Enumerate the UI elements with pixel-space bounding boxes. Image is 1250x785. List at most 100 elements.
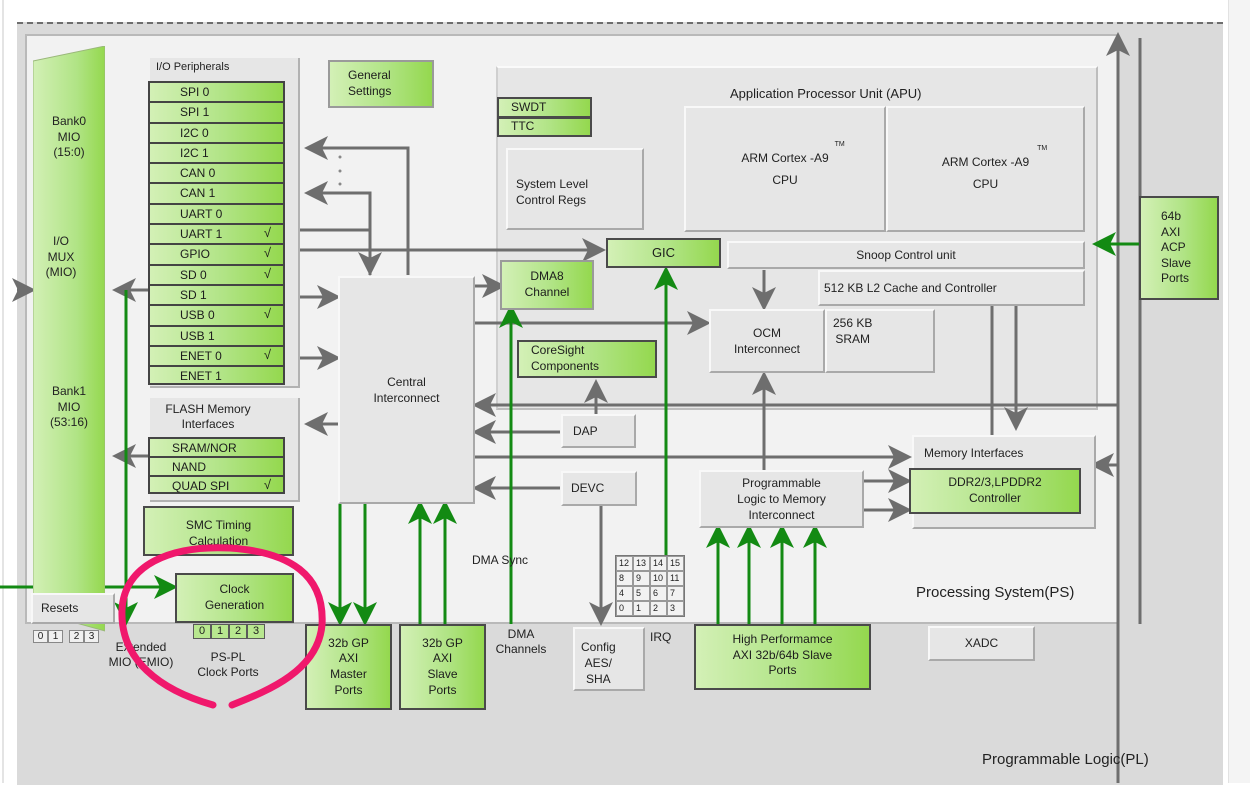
peripheral-sd0[interactable]: SD 0√	[148, 263, 285, 284]
enabled-check: √	[263, 477, 271, 492]
irq-cell: 3	[667, 601, 684, 616]
programmable-logic-label: Programmable Logic(PL)	[982, 751, 1149, 768]
enabled-check: √	[263, 245, 271, 261]
peripheral-i2c0[interactable]: I2C 0	[148, 121, 285, 142]
io-peripherals-title: I/O Peripherals	[156, 61, 230, 73]
irq-grid: 12 13 14 15 8 9 10 11 4 5 6 7 0 1 2 3	[615, 555, 685, 617]
peripheral-uart1[interactable]: UART 1√	[148, 223, 285, 244]
swdt-block[interactable]: SWDT	[497, 97, 592, 118]
dap-block[interactable]: DAP	[561, 414, 636, 448]
flash-nand[interactable]: NAND	[148, 456, 285, 475]
irq-cell: 0	[616, 601, 633, 616]
irq-cell: 15	[667, 556, 684, 571]
peripheral-usb1[interactable]: USB 1	[148, 324, 285, 345]
snoop-control-unit-block[interactable]: Snoop Control unit	[727, 241, 1085, 269]
scrollbar-track[interactable]	[1228, 0, 1250, 783]
irq-cell: 2	[650, 601, 667, 616]
peripheral-can0[interactable]: CAN 0	[148, 162, 285, 183]
peripheral-i2c1[interactable]: I2C 1	[148, 141, 285, 163]
irq-cell: 1	[633, 601, 650, 616]
reset-ports: 0 1 2 3	[33, 630, 99, 643]
gic-block[interactable]: GIC	[606, 238, 721, 268]
irq-cell: 6	[650, 586, 667, 601]
enabled-check: √	[263, 265, 271, 281]
irq-cell: 7	[667, 586, 684, 601]
peripheral-spi1[interactable]: SPI 1	[148, 101, 285, 122]
irq-label: IRQ	[650, 630, 672, 644]
reset-port[interactable]: 3	[84, 630, 99, 643]
peripheral-can1[interactable]: CAN 1	[148, 182, 285, 203]
flash-memory-list: SRAM/NOR NAND QUAD SPI√	[148, 437, 285, 494]
peripheral-sd1[interactable]: SD 1	[148, 283, 285, 305]
io-peripherals-list: SPI 0 SPI 1 I2C 0 I2C 1 CAN 0 CAN 1 UART…	[148, 81, 285, 386]
flash-sram-nor[interactable]: SRAM/NOR	[148, 437, 285, 456]
dma-sync-label: DMA Sync	[472, 553, 529, 567]
irq-cell: 9	[633, 571, 650, 586]
clock-port[interactable]: 0	[193, 624, 211, 639]
irq-cell: 14	[650, 556, 667, 571]
page-left-border	[2, 0, 4, 783]
peripheral-uart0[interactable]: UART 0	[148, 202, 285, 224]
peripheral-usb0[interactable]: USB 0√	[148, 304, 285, 325]
irq-cell: 10	[650, 571, 667, 586]
l2-cache-block[interactable]: 512 KB L2 Cache and Controller	[818, 270, 1085, 306]
reset-port[interactable]: 1	[48, 630, 63, 643]
apu-title: Application Processor Unit (APU)	[730, 86, 922, 101]
peripheral-gpio[interactable]: GPIO√	[148, 243, 285, 264]
devc-block[interactable]: DEVC	[561, 471, 637, 506]
reset-port[interactable]: 0	[33, 630, 48, 643]
ttc-block[interactable]: TTC	[497, 117, 592, 137]
clock-port[interactable]: 1	[211, 624, 229, 639]
enabled-check: √	[263, 306, 271, 322]
irq-cell: 11	[667, 571, 684, 586]
clock-ports: 0 1 2 3	[193, 624, 265, 639]
irq-cell: 13	[633, 556, 650, 571]
irq-cell: 8	[616, 571, 633, 586]
mio-shape	[33, 46, 105, 632]
irq-cell: 5	[633, 586, 650, 601]
processing-system-label: Processing System(PS)	[916, 584, 1075, 601]
enabled-check: √	[263, 225, 271, 241]
trademark-mark: TM	[834, 140, 845, 148]
peripheral-enet0[interactable]: ENET 0√	[148, 344, 285, 366]
trademark-mark: TM	[1037, 144, 1048, 152]
clock-port[interactable]: 2	[229, 624, 247, 639]
irq-cell: 4	[616, 586, 633, 601]
resets-block[interactable]: Resets	[31, 593, 115, 624]
peripheral-spi0[interactable]: SPI 0	[148, 81, 285, 102]
peripheral-enet1[interactable]: ENET 1	[148, 365, 285, 386]
memory-interfaces-title: Memory Interfaces	[924, 446, 1024, 460]
flash-quad-spi[interactable]: QUAD SPI√	[148, 475, 285, 494]
reset-port[interactable]: 2	[69, 630, 84, 643]
clock-port[interactable]: 3	[247, 624, 265, 639]
irq-cell: 12	[616, 556, 633, 571]
xadc-block[interactable]: XADC	[928, 626, 1035, 661]
enabled-check: √	[263, 346, 271, 362]
